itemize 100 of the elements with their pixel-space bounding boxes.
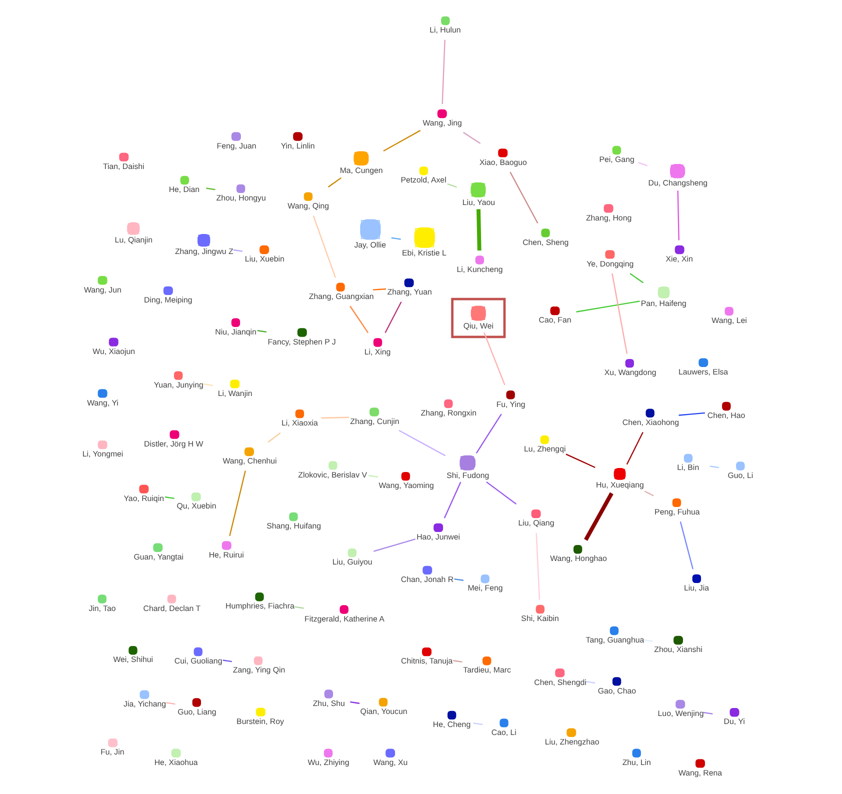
node-label: Zhu, Lin — [622, 758, 650, 768]
node-label: Li, Xing — [364, 347, 390, 356]
node-label: Wu, Zhiying — [307, 758, 349, 768]
node-label: Ye, Dongqing — [586, 259, 634, 268]
node-label: Liu, Xuebin — [244, 254, 284, 264]
connector — [398, 430, 446, 456]
node-label: He, Cheng — [432, 720, 470, 730]
connector — [382, 130, 420, 152]
connector — [312, 215, 336, 278]
node-label: Lu, Qianjin — [114, 235, 152, 244]
node-label: Chen, Shengdi — [534, 678, 586, 687]
node-label: Wang, Honghao — [550, 554, 606, 564]
node-label: Zhang, Hong — [585, 213, 632, 222]
node-label: Xie, Xin — [665, 254, 692, 264]
node-label: Petzold, Axel — [400, 176, 446, 185]
node-label: Chard, Declan T — [142, 604, 200, 613]
node-label: Hao, Junwei — [416, 532, 460, 542]
node-label: He, Dian — [168, 185, 200, 194]
node-label: Shang, Huifang — [266, 522, 321, 531]
node-label: Li, Wanjin — [217, 388, 252, 398]
connector — [629, 273, 644, 284]
node-label: Li, Bin — [676, 463, 699, 472]
connector — [203, 384, 212, 386]
node-label: Wang, Jing — [422, 118, 462, 128]
connector — [441, 40, 445, 104]
node-label: Ebi, Kristie L — [402, 248, 446, 258]
node-label: Chen, Sheng — [522, 238, 568, 247]
node-label: Liu, Yaou — [462, 198, 495, 207]
node-label: Tian, Daishi — [102, 162, 144, 171]
node-label: Liu, Zhengzhao — [544, 737, 599, 746]
connector — [452, 660, 462, 662]
node-label: Peng, Fuhua — [654, 508, 700, 517]
node-label: Du, Changsheng — [648, 178, 708, 188]
node-label: Wang, Lei — [711, 316, 746, 326]
node-label: Zhu, Shu — [312, 698, 344, 708]
node-label: Pei, Gang — [598, 155, 634, 164]
node-label: Zhang, Cunjin — [350, 416, 399, 426]
connector — [644, 490, 654, 496]
node-label: Jia, Yichang — [123, 700, 166, 708]
node-label: Mei, Feng — [467, 584, 502, 593]
connector — [678, 412, 704, 416]
connector — [509, 172, 538, 224]
connector — [256, 330, 266, 333]
node-label: Guo, Li — [727, 470, 753, 480]
node-label: Wang, Yaoming — [378, 481, 434, 490]
node-label: Chen, Hao — [706, 411, 745, 420]
node-label: Jin, Tao — [88, 604, 116, 613]
node-label: Niu, Jianqin — [214, 327, 256, 336]
node-label: Li, Xiaoxia — [281, 418, 318, 428]
connector — [535, 532, 540, 600]
connector — [443, 482, 461, 518]
connector — [483, 332, 505, 386]
node-label: Tardieu, Marc — [462, 666, 510, 675]
node-label: Pan, Haifeng — [640, 298, 686, 308]
node-label: Li, Kuncheng — [456, 264, 502, 274]
connector — [475, 414, 502, 454]
cluster — [450, 298, 506, 338]
node-label: Shi, Kaibin — [520, 614, 558, 624]
node-label: Wang, Xu — [372, 758, 408, 768]
node-label: Xiao, Baoguo — [479, 158, 526, 167]
node-label: He, Ruirui — [208, 550, 244, 560]
node-label: He, Xiaohua — [154, 758, 198, 768]
node-label: Liu, Qiang — [518, 518, 554, 528]
connector — [222, 660, 232, 662]
connector — [446, 183, 456, 188]
node-label: Shi, Fudong — [446, 470, 489, 480]
node-label: Zhang, Rongxin — [420, 408, 476, 418]
node-label: Wu, Xiaojun — [92, 346, 135, 356]
node-label: Ma, Cungen — [339, 166, 382, 176]
node-label: Liu, Jia — [684, 584, 709, 593]
node-label: Wang, Qing — [287, 201, 329, 210]
node-label: Wang, Rena — [678, 768, 722, 778]
connector — [384, 302, 402, 334]
connector — [349, 306, 368, 334]
connector — [165, 702, 175, 705]
node-label: Yin, Linlin — [280, 141, 314, 150]
node-label: Fu, Jin — [100, 748, 124, 757]
node-label: Fancy, Stephen P J — [267, 337, 336, 346]
node-label: Wang, Jun — [83, 285, 121, 294]
node-label: Feng, Juan — [216, 141, 256, 150]
node-label: Zhang, Yuan — [386, 288, 432, 297]
connector — [462, 132, 480, 144]
connector — [164, 496, 174, 499]
node-label: Qiu, Wei — [462, 321, 493, 330]
node-label: Fu, Ying — [496, 400, 525, 409]
connector — [294, 606, 304, 609]
node-label: Zhang, Jingwu Z — [174, 247, 233, 256]
node-label: Chan, Jonah R — [400, 575, 454, 584]
connector — [476, 209, 481, 251]
node-label: Wei, Shihui — [112, 655, 152, 664]
connector — [486, 481, 516, 505]
connector — [372, 538, 416, 552]
node-label: Yuan, Junying — [153, 380, 203, 390]
connector — [611, 273, 628, 354]
node-label: Jay, Ollie — [354, 240, 386, 250]
connector — [454, 578, 464, 581]
node-label: Wang, Chenhui — [222, 456, 276, 466]
node-label: Li, Yongmei — [82, 450, 123, 459]
node-label: Gao, Chao — [597, 686, 636, 696]
node-label: Ding, Meiping — [144, 296, 192, 305]
